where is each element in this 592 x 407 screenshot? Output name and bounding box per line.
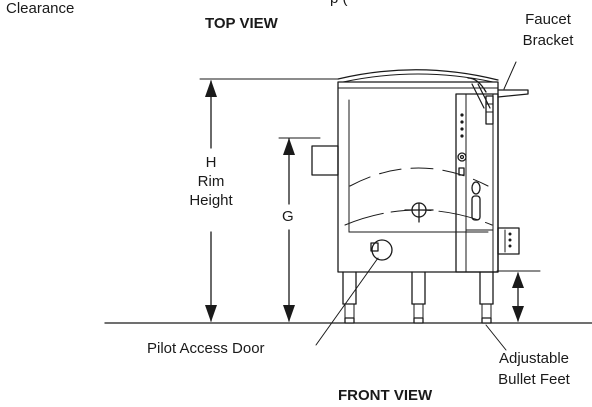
adjustable-line1: Adjustable bbox=[498, 350, 570, 367]
dimension-h-arrow bbox=[205, 80, 217, 322]
kettle-lid bbox=[337, 69, 499, 81]
rim-height-label: H Rim Height bbox=[166, 153, 256, 210]
front-view-label: FRONT VIEW bbox=[338, 387, 433, 404]
top-view-partial-text: p ( bbox=[330, 0, 348, 8]
dimension-g-label: G bbox=[282, 208, 294, 225]
kettle-body bbox=[337, 81, 499, 273]
control-console bbox=[455, 93, 499, 273]
top-view-label: TOP VIEW bbox=[205, 15, 278, 32]
legs bbox=[342, 271, 494, 324]
dimension-foot-arrow bbox=[512, 272, 524, 322]
clearance-label: Clearance bbox=[6, 0, 75, 17]
rim-line2: Height bbox=[189, 192, 233, 209]
rim-line1: Rim bbox=[197, 173, 225, 190]
draw-off-valve bbox=[404, 202, 434, 223]
adjustable-bullet-feet-label: Adjustable Bullet Feet bbox=[478, 349, 590, 389]
faucet-bracket-line2: Bracket bbox=[522, 32, 574, 49]
faucet-bracket-line1: Faucet bbox=[525, 11, 571, 28]
pilot-access-door bbox=[370, 239, 393, 261]
pilot-access-door-label: Pilot Access Door bbox=[147, 340, 265, 357]
mounting-bracket bbox=[497, 227, 520, 255]
dimension-h-label: H bbox=[205, 154, 217, 171]
adjustable-line2: Bullet Feet bbox=[498, 371, 570, 388]
faucet-bracket-label: Faucet Bracket bbox=[508, 10, 588, 50]
feet-leader bbox=[485, 324, 507, 351]
dimension-g-arrow bbox=[278, 137, 321, 322]
faucet-bracket bbox=[467, 61, 529, 109]
pilot-door-leader bbox=[315, 257, 379, 346]
side-tab bbox=[311, 145, 339, 176]
